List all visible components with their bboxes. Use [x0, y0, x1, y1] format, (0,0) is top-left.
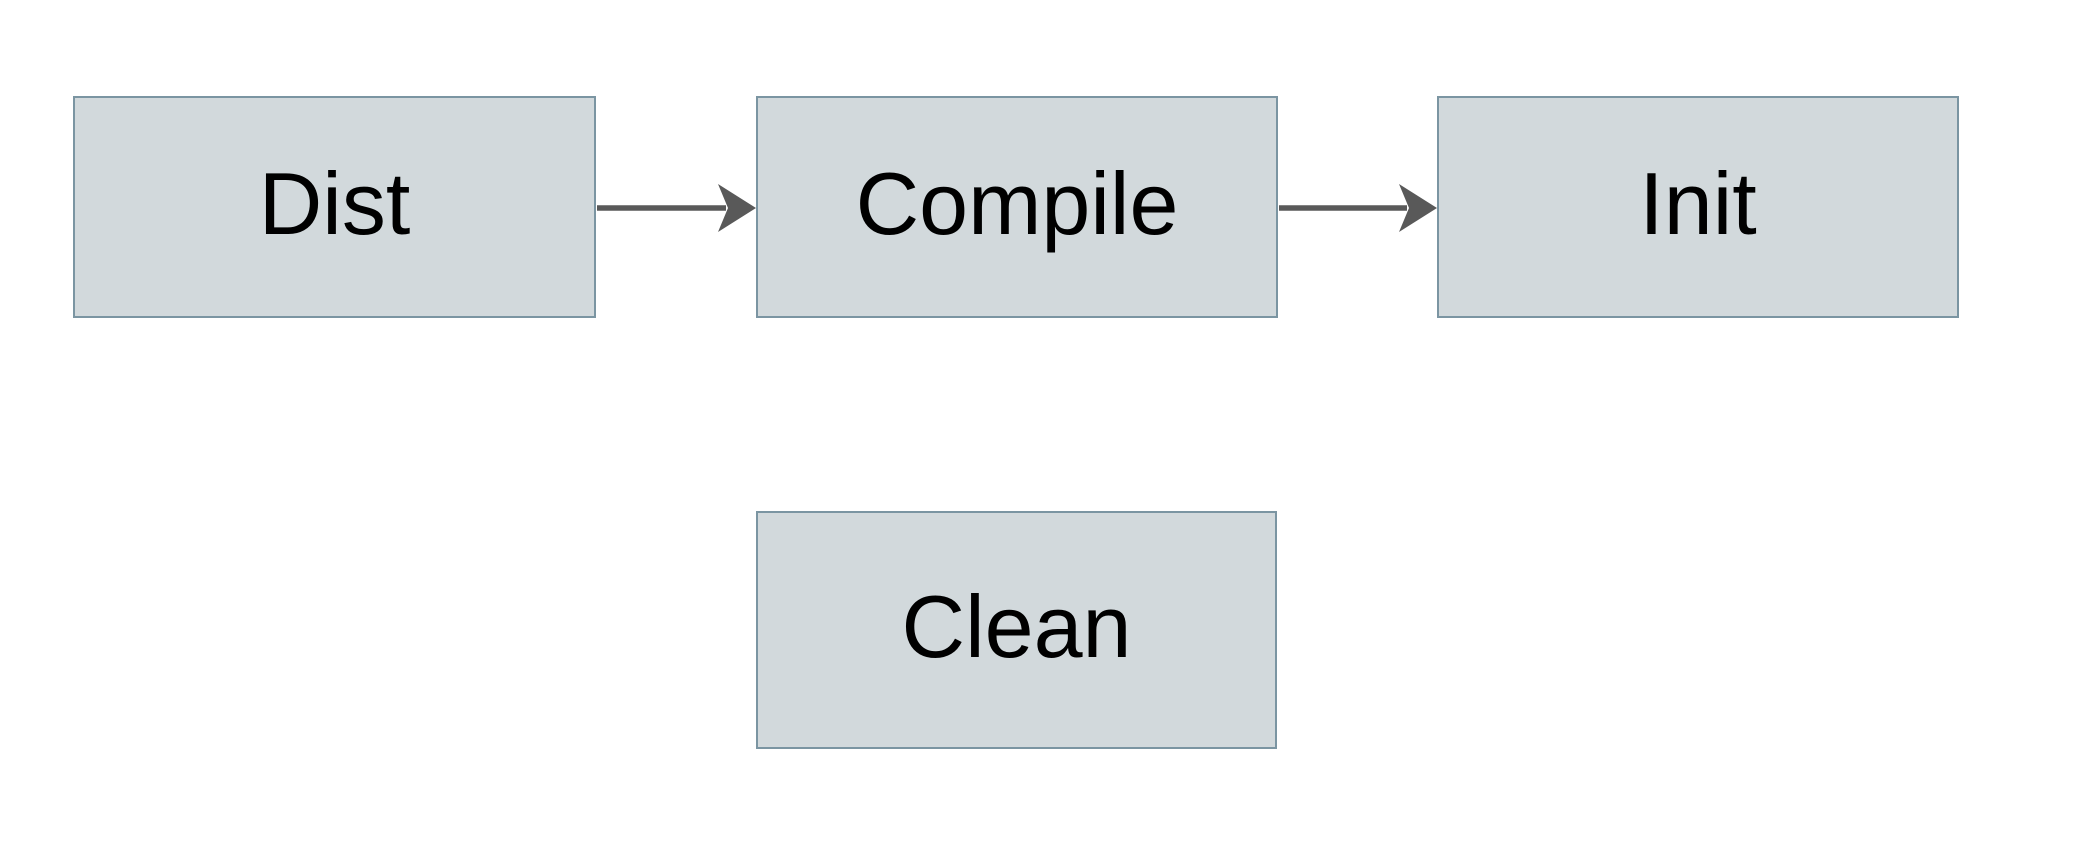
arrow-compile-to-init: [1279, 184, 1437, 232]
node-compile: Compile: [756, 96, 1278, 318]
node-dist: Dist: [73, 96, 596, 318]
node-init-label: Init: [1639, 154, 1757, 253]
node-dist-label: Dist: [258, 154, 411, 253]
node-clean: Clean: [756, 511, 1277, 749]
node-init: Init: [1437, 96, 1959, 318]
node-clean-label: Clean: [901, 577, 1132, 676]
node-compile-label: Compile: [855, 154, 1179, 253]
arrow-dist-to-compile: [597, 184, 756, 232]
